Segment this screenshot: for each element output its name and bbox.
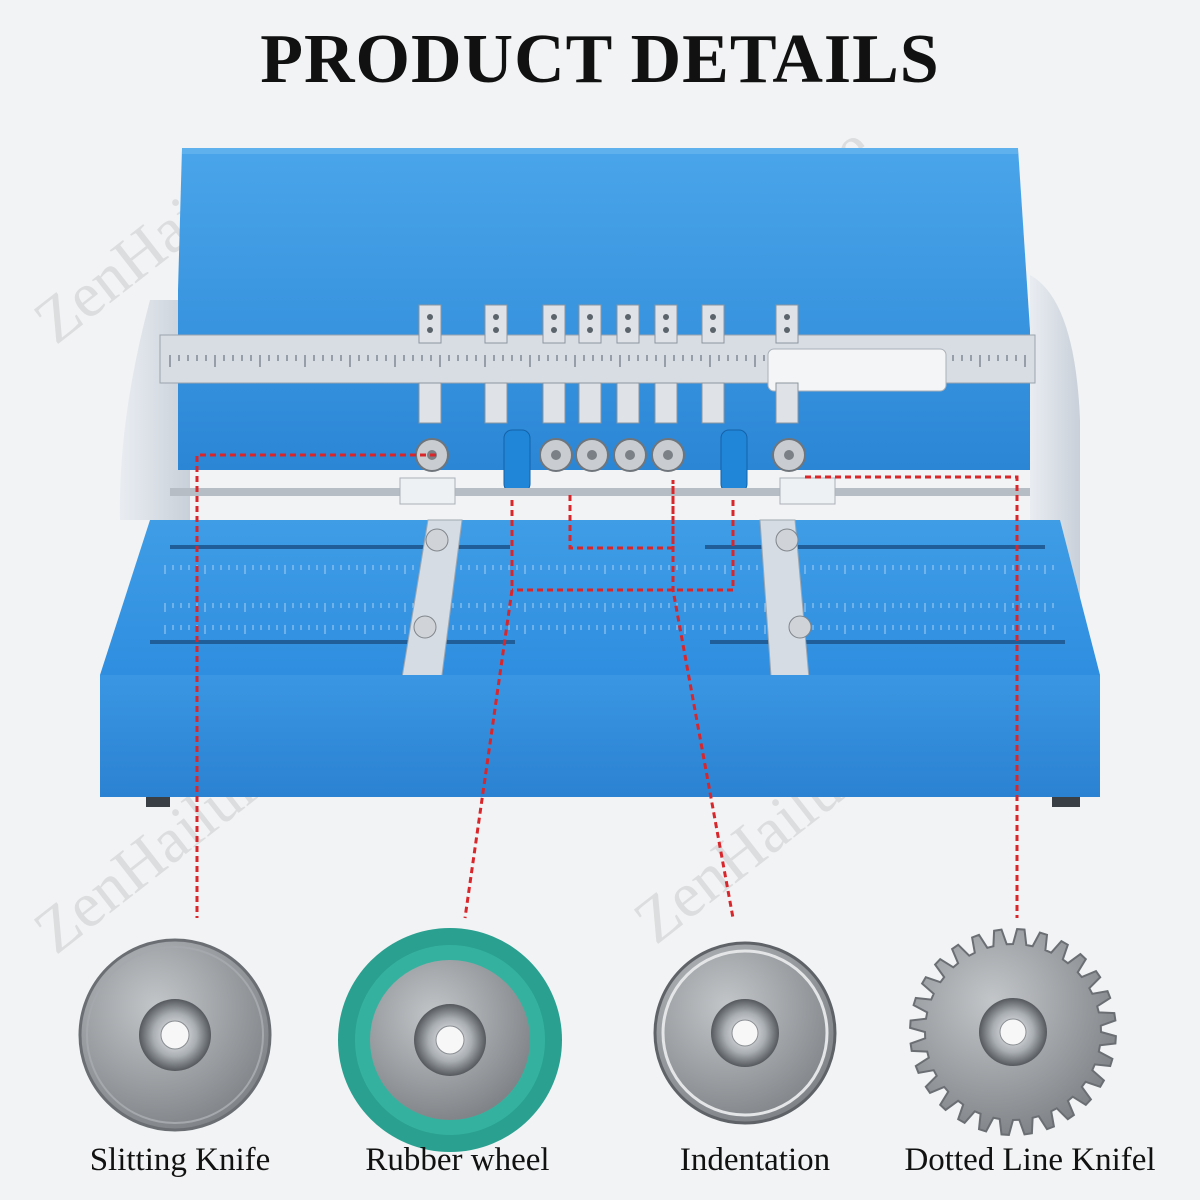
rubber-wheel-icon	[338, 928, 562, 1152]
machine-front	[100, 675, 1100, 797]
drive-shaft	[170, 488, 1030, 496]
creasing-wheel-icon	[653, 941, 837, 1125]
feed-tray	[100, 520, 1100, 675]
page-title: PRODUCT DETAILS	[260, 21, 940, 98]
cutter-head	[613, 304, 647, 472]
cutter-head	[772, 304, 806, 472]
perforating-blade-icon	[909, 928, 1117, 1136]
cutter-head	[575, 304, 609, 472]
machine-hood	[178, 148, 1030, 470]
cutter-head	[651, 304, 685, 472]
callout-lines	[195, 453, 1019, 919]
guide-knob-4	[788, 615, 812, 639]
cutter-head	[701, 304, 748, 493]
foot-right	[1052, 797, 1080, 807]
guide-knob-1	[425, 528, 449, 552]
guide-knob-2	[413, 615, 437, 639]
tray-slot-left	[170, 545, 510, 549]
hood-edge	[182, 148, 1018, 154]
label-slitting-knife: Slitting Knife	[89, 1142, 271, 1178]
callout-line-rubber-wheel-2	[512, 500, 735, 592]
callout-line-indentation	[568, 480, 735, 919]
tray-slot-right	[705, 545, 1045, 549]
left-shaft-block	[399, 477, 456, 505]
plain-blade-icon	[78, 938, 272, 1132]
label-sticker	[767, 348, 947, 392]
cutter-head	[539, 304, 573, 472]
right-shaft-block	[779, 477, 836, 505]
label-indentation: Indentation	[679, 1142, 831, 1178]
label-dotted-line-knife: Dotted Line Knifel	[904, 1142, 1156, 1178]
cutter-head	[484, 304, 531, 493]
foot-left	[146, 797, 170, 807]
tray-slot-right-2	[710, 640, 1065, 644]
tray-slot-left-2	[150, 640, 515, 644]
guide-knob-3	[775, 528, 799, 552]
label-rubber-wheel: Rubber wheel	[365, 1142, 550, 1178]
callout-line-dotted-knife	[805, 475, 1019, 918]
